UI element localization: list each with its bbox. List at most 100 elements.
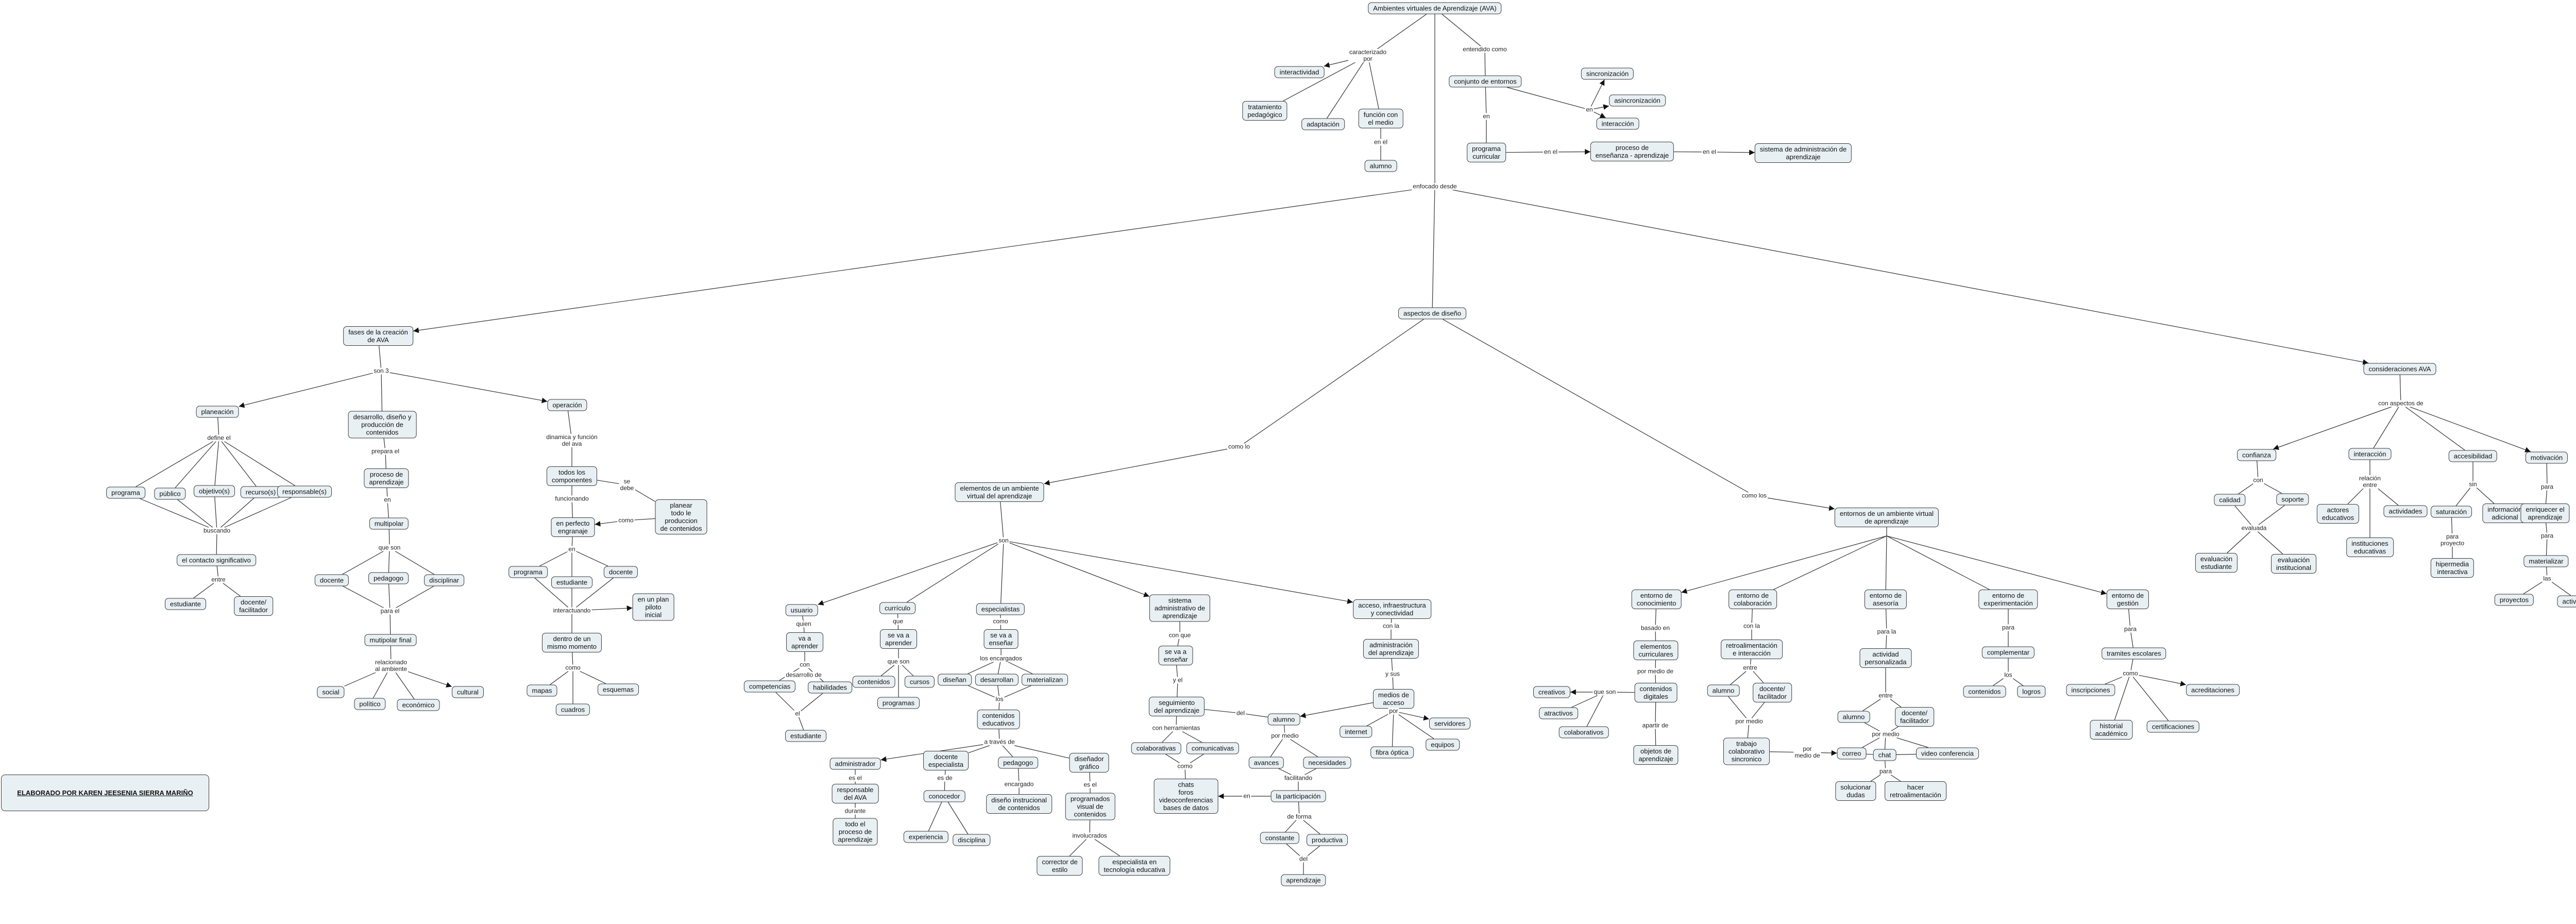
node-correo: correo: [1837, 747, 1867, 760]
node-alumno-top: alumno: [1364, 160, 1397, 172]
node-esquemas: esquemas: [598, 683, 639, 696]
node-alumno-as: alumno: [1837, 711, 1870, 723]
connector-con-cf-to-calidad: [2238, 483, 2253, 494]
link-label-con: con: [799, 661, 811, 668]
connector-son-el-e-to-ent-experimentacion: [1886, 535, 1990, 590]
link-label-prepara: prepara el: [370, 447, 401, 455]
connector-productiva-to-de-ap: [1307, 846, 1320, 856]
connector-entre-to-docente-facilitador-l: [223, 583, 241, 597]
link-label-el-u: el: [794, 710, 801, 717]
node-proceso-aprendizaje: proceso de aprendizaje: [364, 468, 409, 488]
connector-en-prog-to-sincronizacion: [1590, 79, 1605, 107]
connector-son-el-e-to-ent-colaboracion: [1773, 535, 1887, 590]
connector-aspectos-to-como-lo: [1244, 319, 1424, 444]
connector-responsables-to-buscando: [224, 497, 292, 528]
node-docente-facilitador-l: docente/ facilitador: [234, 596, 273, 616]
node-materializar: materializar: [2523, 555, 2569, 567]
node-ent-asesoria: entorno de asesoría: [1864, 590, 1907, 609]
node-se-va-ensenar-s: se va a enseñar: [1158, 646, 1193, 665]
connector-son-fases-to-planeacion: [239, 373, 373, 408]
node-saturacion: saturación: [2431, 506, 2472, 518]
connector-por-medio-c-to-trabajo-colab: [1747, 725, 1750, 738]
node-publico: público: [154, 488, 186, 500]
connector-con-que-to-se-va-ensenar-s: [1177, 639, 1180, 646]
node-social: social: [317, 686, 345, 698]
node-economico: económico: [397, 699, 440, 711]
node-materializan: materializan: [1021, 674, 1069, 686]
connector-prepara-to-proceso-aprendizaje: [385, 455, 386, 469]
link-label-es-de: es de: [936, 774, 954, 782]
link-label-con-aspectos: con aspectos de: [2377, 399, 2425, 407]
link-label-durante: durante: [843, 807, 867, 815]
node-todo-proceso: todo el proceso de aprendizaje: [833, 818, 878, 846]
connector-entre-a-to-docente-as: [1890, 699, 1902, 708]
connector-son-el-e-to-ent-asesoria: [1885, 535, 1887, 590]
node-especialista-tec: especialista en tecnología educativa: [1098, 856, 1171, 876]
node-programa-o: programa: [509, 566, 548, 578]
node-fases: fases de la creación de AVA: [343, 326, 413, 346]
link-label-para-proyecto: para proyecto: [2439, 533, 2466, 547]
link-label-en-engr: en: [567, 545, 577, 553]
node-historial: historial académico: [2090, 720, 2133, 740]
link-label-encargado: encargado: [1003, 780, 1035, 788]
link-label-evaluada: evaluada: [2240, 524, 2268, 532]
node-interactividad: interactividad: [1274, 66, 1325, 78]
link-label-que: que: [891, 617, 905, 625]
link-label-para-g: para: [2123, 625, 2138, 633]
node-responsables: responsable(s): [277, 485, 332, 498]
node-chat: chat: [1873, 749, 1896, 761]
link-label-en-el-a: en el: [1543, 148, 1559, 156]
link-label-dinamica: dinamica y función del ava: [545, 433, 599, 447]
connector-como-lo-to-elementos: [1044, 448, 1228, 485]
node-pedagogo-m: pedagogo: [368, 572, 409, 584]
node-disenador: diseñador gráfico: [1069, 753, 1109, 772]
node-conocedor: conocedor: [923, 790, 965, 802]
connector-caracterizado-to-tratamiento: [1283, 62, 1355, 102]
link-label-basado-en: basado en: [1639, 624, 1671, 632]
node-usuario: usuario: [785, 604, 818, 616]
connector-los-ex-to-contenidos-ex: [1993, 678, 2004, 686]
connector-a-traves-to-pedagogo-e: [1002, 745, 1013, 757]
connector-en-prog-to-asincronizacion: [1594, 104, 1609, 110]
connector-apartir-de-to-objetos-aprendizaje: [1655, 729, 1656, 746]
node-contacto: el contacto significativo: [177, 554, 256, 566]
node-ent-conocimiento: entorno de conocimiento: [1631, 590, 1682, 609]
connector-necesidades-to-facilitando: [1304, 768, 1316, 776]
link-label-como-lo: como lo: [1227, 443, 1251, 450]
link-label-a-traves: a través de: [983, 738, 1016, 746]
link-label-por: por: [1388, 707, 1399, 715]
link-label-es-el-d: es el: [1082, 781, 1098, 788]
connector-competencias-to-el-u: [775, 692, 794, 711]
connector-docente-col-to-por-medio-c: [1751, 702, 1765, 718]
node-docente-col: docente/ facilitador: [1753, 683, 1792, 702]
link-label-para-a: para: [1878, 767, 1893, 775]
node-competencias: competencias: [743, 680, 796, 693]
link-label-por-medio-a: por medio: [1871, 730, 1901, 738]
node-complementar: complementar: [1981, 646, 2035, 659]
connector-y-el-to-seguimiento: [1177, 683, 1178, 697]
connector-que-son-e-to-colaborativos: [1586, 695, 1604, 727]
connector-con-cf-to-soporte: [2264, 483, 2282, 494]
link-label-son-el: son: [997, 536, 1010, 544]
connector-que-son-c-to-contenidos-c: [880, 665, 895, 676]
node-aspectos: aspectos de diseño: [1398, 307, 1467, 320]
node-necesidades: necesidades: [1303, 757, 1351, 769]
node-responsable-ava: responsable del AVA: [832, 784, 879, 803]
connector-chat-to-para-a: [1885, 761, 1886, 768]
node-se-va-ensenar: se va a enseñar: [984, 629, 1019, 649]
connector-soporte-to-evaluada: [2258, 505, 2285, 525]
connector-seguimiento-to-del: [1204, 709, 1236, 713]
connector-define-to-programa-l: [135, 441, 214, 488]
link-label-se-debe: se debe: [619, 478, 635, 492]
connector-docente-o-to-interactuando: [575, 578, 614, 608]
link-label-con-herramientas: con herramientas: [1151, 724, 1201, 732]
connector-materializan-to-los: [1004, 685, 1031, 698]
node-objetos-aprendizaje: objetos de aprendizaje: [1633, 745, 1679, 765]
connector-saturacion-to-para-proyecto: [2451, 517, 2453, 534]
connector-para-m2-to-materializar: [2546, 539, 2548, 556]
link-label-de-ap: del: [1298, 855, 1309, 863]
node-desarrollo: desarrollo, diseño y producción de conte…: [348, 411, 417, 439]
connector-entre-c-to-docente-col: [1753, 671, 1764, 683]
connector-desarrollo-to-prepara: [383, 438, 385, 448]
connector-habilidades-to-el-u: [801, 693, 823, 712]
